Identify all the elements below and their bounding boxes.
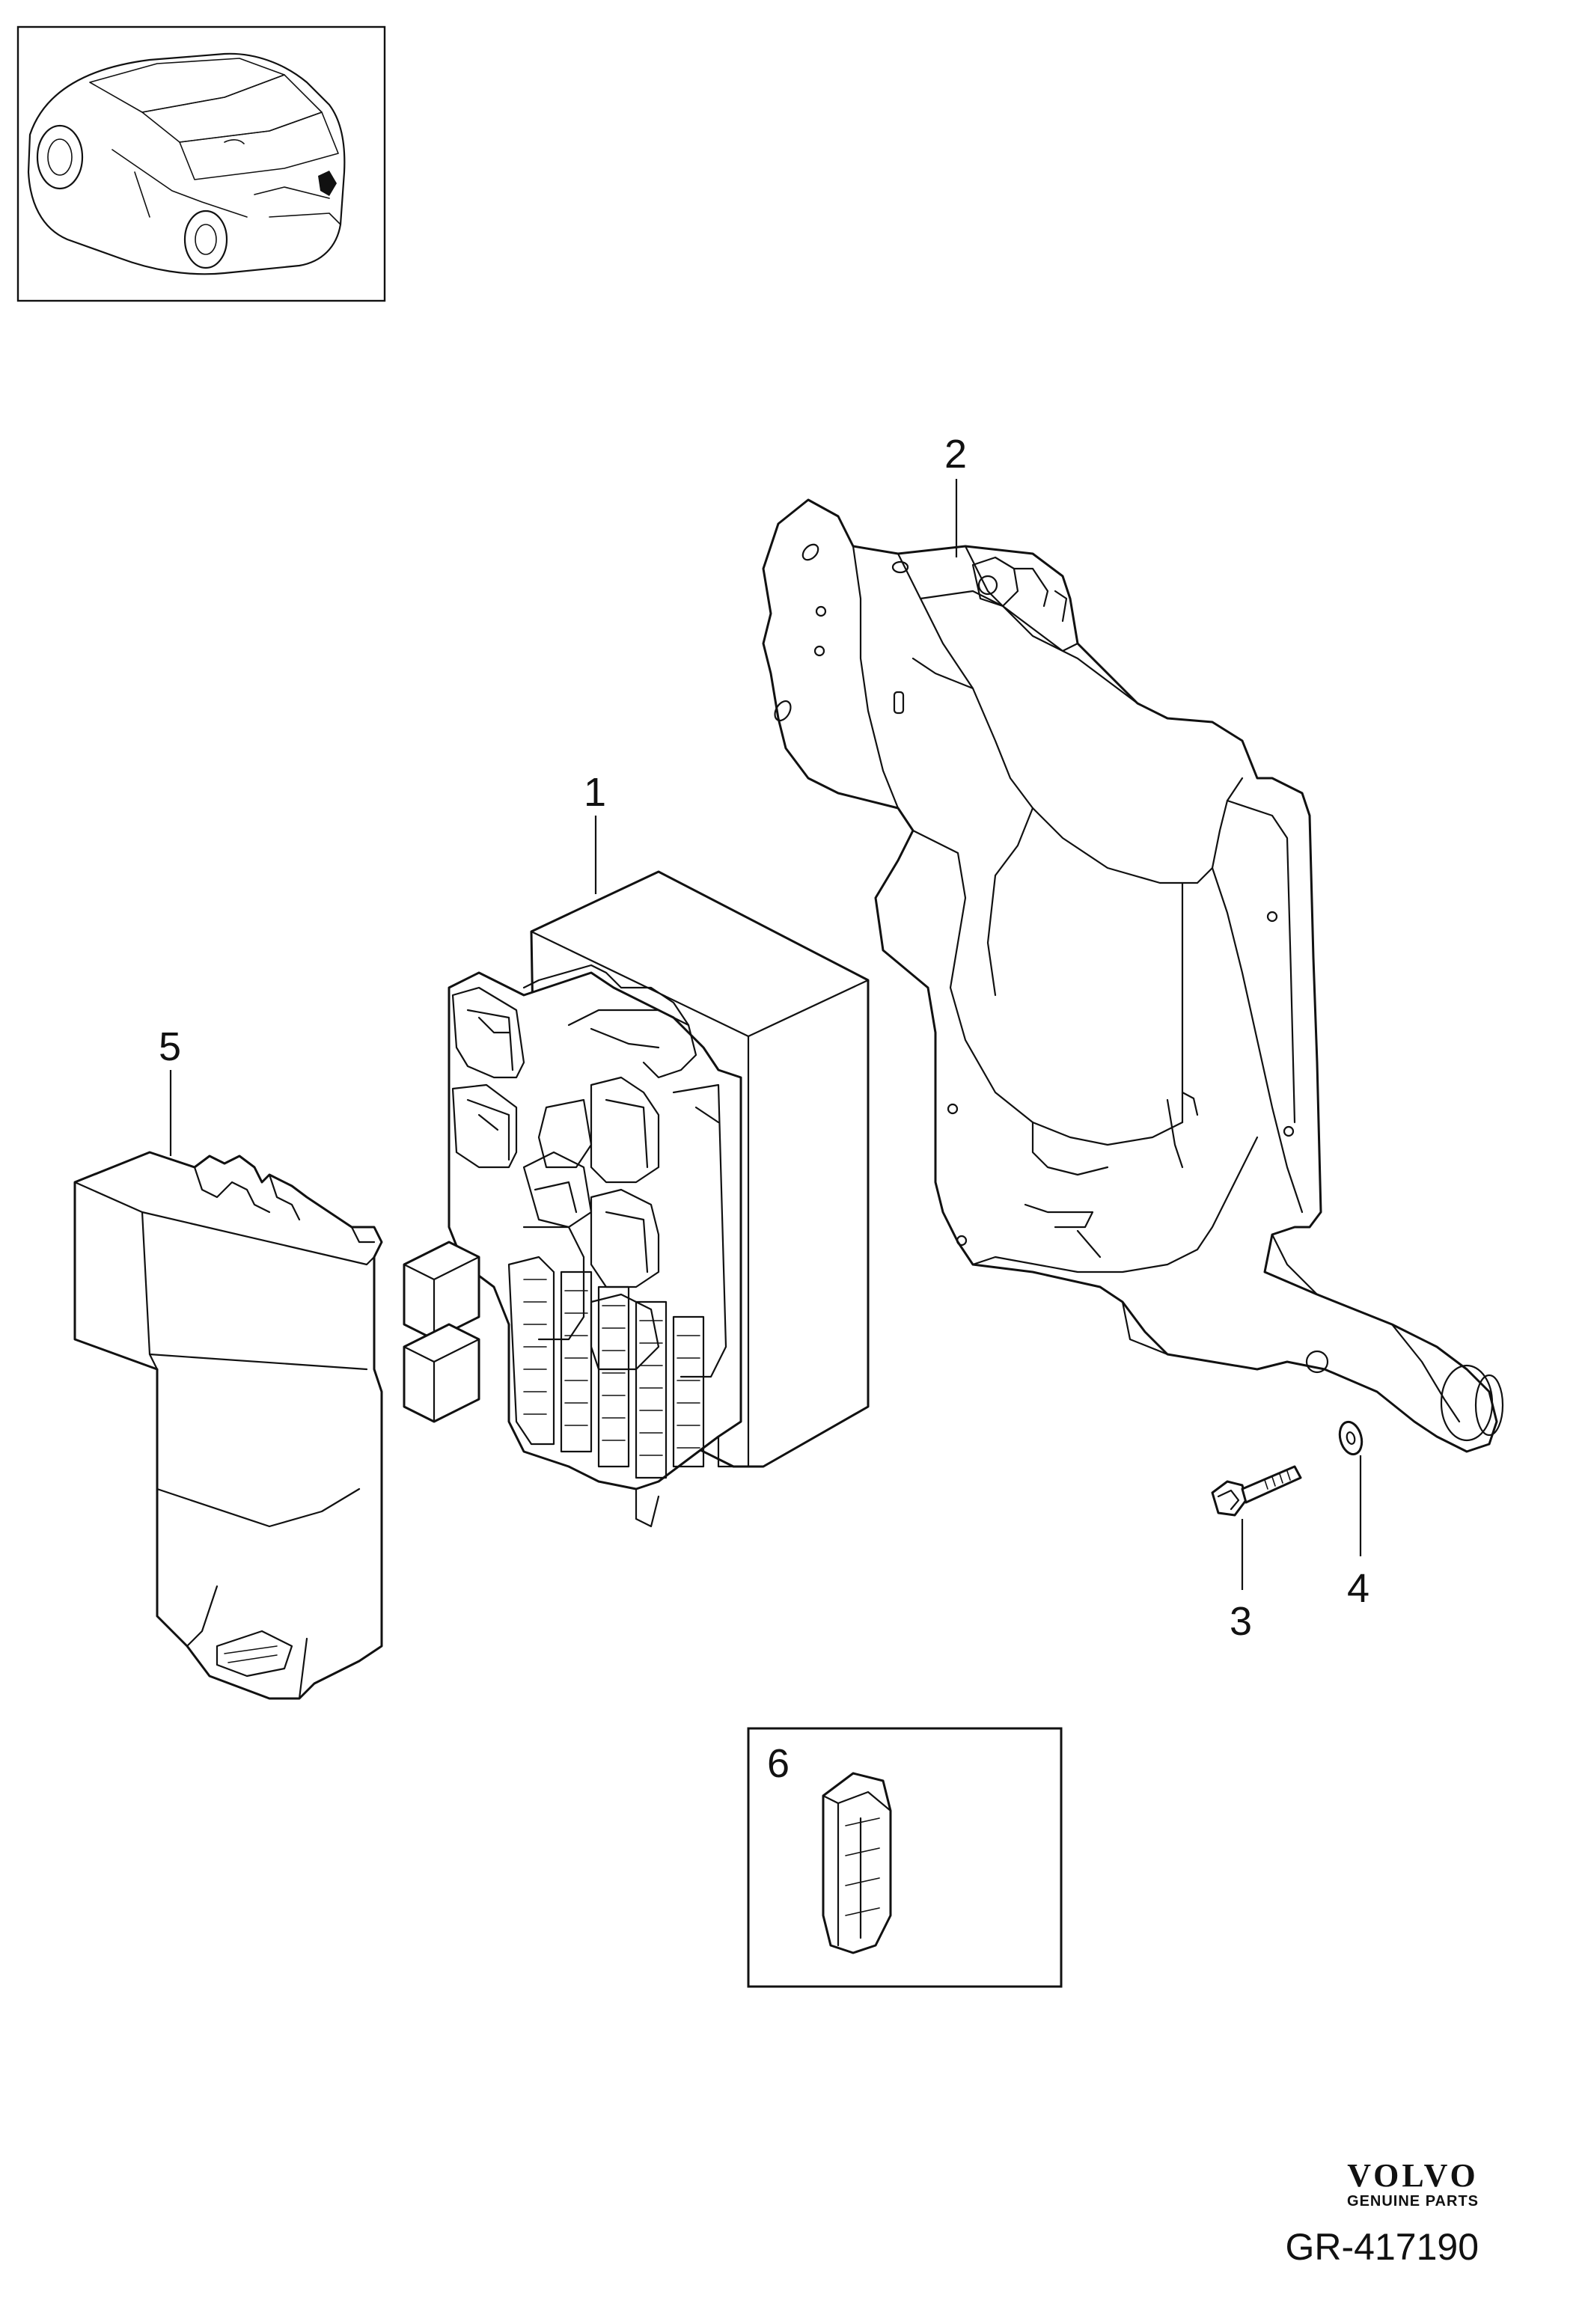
- callout-3-label: 3: [1230, 1599, 1253, 1644]
- leader-lines: [169, 479, 1362, 1590]
- callout-5-label: 5: [159, 1024, 182, 1069]
- fuse-grid: [507, 1256, 705, 1479]
- brand-subtitle: GENUINE PARTS: [1347, 2193, 1479, 2210]
- volvo-genuine-parts-logo: VOLVO GENUINE PARTS: [1347, 2159, 1479, 2210]
- sedan-outline-icon: [27, 52, 346, 275]
- part-4-washer: [1338, 1420, 1364, 1456]
- part-6-clip: [822, 1772, 892, 1954]
- part-6-inset: [747, 1727, 1063, 1988]
- diagram-reference-number: GR-417190: [1285, 2226, 1479, 2268]
- callout-1-label: 1: [584, 770, 607, 815]
- brand-name: VOLVO: [1347, 2157, 1479, 2194]
- part-3-bolt: [1211, 1465, 1302, 1517]
- part-5-cover: [73, 1151, 383, 1700]
- callout-2-label: 2: [944, 432, 968, 477]
- vehicle-location-thumbnail: [16, 25, 386, 302]
- part-2-bracket: [762, 498, 1504, 1453]
- part-1-fuse-box: [403, 870, 870, 1528]
- callout-6-label: 6: [767, 1741, 790, 1786]
- callout-4-label: 4: [1347, 1566, 1370, 1611]
